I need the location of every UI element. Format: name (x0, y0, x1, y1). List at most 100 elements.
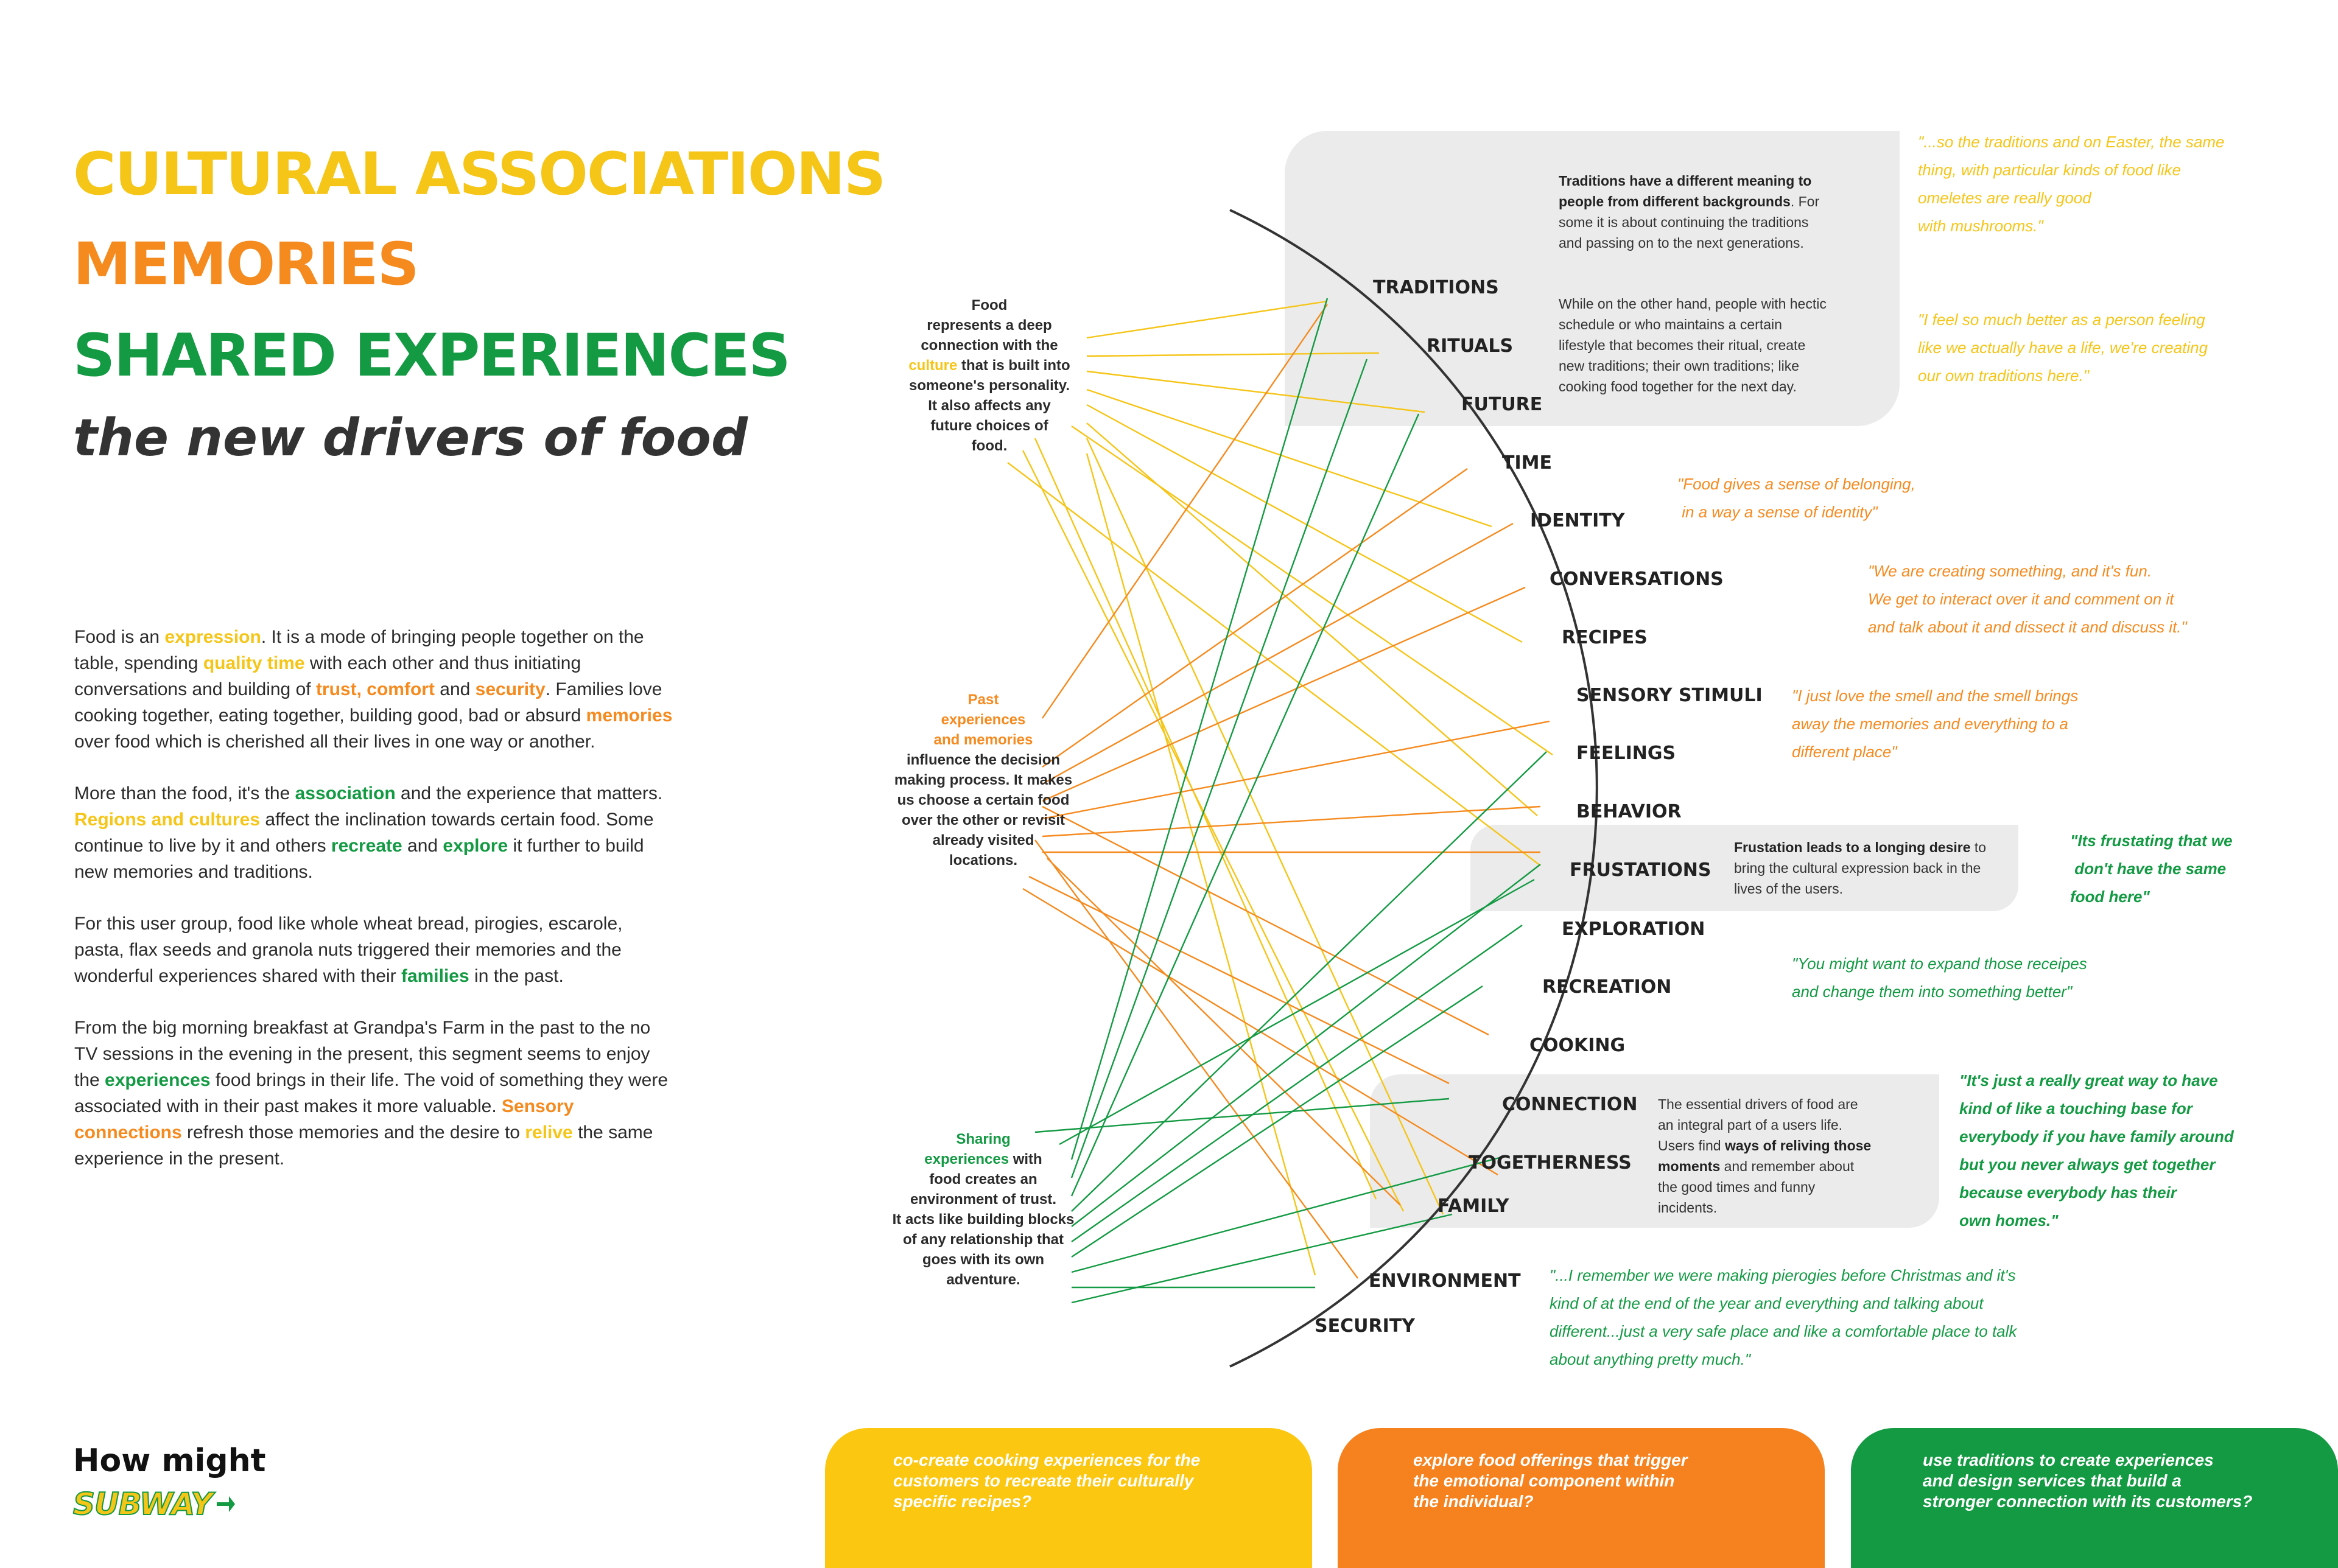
connection-line (1028, 875, 1450, 1085)
connection-line (1071, 1213, 1453, 1304)
connection-line (1034, 1097, 1450, 1133)
quote-traditions: "...so the traditions and on Easter, the… (1918, 133, 2225, 235)
connection-box (1370, 1074, 1939, 1228)
connection-line (1070, 413, 1420, 1197)
connection-line (1071, 1155, 1504, 1273)
quote-sensory: "I just love the smell and the smell bri… (1792, 687, 2079, 761)
highlight-text: relive (525, 1122, 573, 1143)
connection-line (1059, 878, 1535, 1146)
connection-line (1042, 468, 1468, 768)
subtitle: the new drivers of food (73, 408, 748, 467)
highlight-text: Past (967, 691, 999, 708)
connection-line (1042, 304, 1328, 719)
connection-line (1070, 298, 1329, 1160)
connection-line (1042, 720, 1550, 820)
rituals-description: While on the other hand, people with hec… (1559, 296, 1827, 394)
highlight-text: and memories (933, 732, 1033, 748)
node-connection: CONNECTION (1502, 1094, 1638, 1115)
connection-line (1086, 404, 1523, 643)
highlight-text: ways of reliving those (1724, 1138, 1872, 1153)
subway-logo: SUBWAY (72, 1486, 235, 1522)
highlight-text: explore (443, 836, 508, 856)
connection-line (1007, 462, 1541, 866)
connection-line (1086, 453, 1316, 1276)
connection-line (1071, 425, 1553, 755)
connection-line (1071, 985, 1483, 1258)
highlight-text: culture (908, 357, 958, 374)
heading-shared-experiences: SHARED EXPERIENCES (73, 321, 791, 390)
highlight-text: Sensory connections (74, 1096, 574, 1143)
frustations-box (1470, 825, 2018, 911)
connection-line (1042, 805, 1541, 838)
node-feelings: FEELINGS (1576, 743, 1676, 764)
how-might-label: How might (73, 1443, 266, 1479)
hmw-card-yellow-text: co-create cooking experiences for the cu… (893, 1451, 1201, 1511)
heading-cultural-associations: CULTURAL ASSOCIATIONS (73, 140, 886, 208)
node-environment: ENVIRONMENT (1369, 1270, 1521, 1292)
highlight-text: memories (586, 705, 673, 726)
node-identity: IDENTITY (1530, 510, 1625, 531)
connection-line (1070, 359, 1368, 1178)
highlight-text: Regions and cultures (74, 810, 261, 830)
highlight-text: moments (1658, 1158, 1721, 1174)
arc-line (1229, 209, 1598, 1368)
highlight-text: trust, comfort (315, 679, 435, 699)
connection-line (1034, 438, 1377, 1200)
highlight-text: Frustation leads to a longing desire (1734, 839, 1971, 855)
highlight-text: families (401, 966, 469, 986)
node-togetherness: TOGETHERNESS (1469, 1152, 1632, 1174)
node-exploration: EXPLORATION (1562, 919, 1705, 940)
quote-conversations: "We are creating something, and it's fun… (1868, 562, 2187, 636)
body-paragraph-4: From the big morning breakfast at Grandp… (74, 1018, 669, 1169)
node-recipes: RECIPES (1562, 627, 1648, 648)
connection-line (1071, 925, 1523, 1242)
connection-line (1086, 300, 1328, 339)
quote-identity: "Food gives a sense of belonging, in a w… (1677, 475, 1915, 521)
subway-logo-text: SUBWAY (73, 1486, 216, 1522)
connection-line (1042, 805, 1489, 1036)
node-future: FUTURE (1461, 394, 1543, 415)
hmw-card-green-text: use traditions to create experiences and… (1923, 1451, 2253, 1511)
highlight-text: security (475, 679, 546, 699)
traditions-box (1285, 131, 1900, 426)
body-text: Food is an expression. It is a mode of b… (74, 624, 677, 1197)
highlight-text: experiences (105, 1070, 211, 1090)
quote-togetherness: "It's just a really great way to have ki… (1959, 1071, 2234, 1230)
connection-line (1086, 388, 1492, 528)
node-traditions: TRADITIONS (1373, 277, 1499, 298)
highlight-text: recreate (331, 836, 402, 856)
connection-line (1086, 352, 1380, 357)
connection-line (1071, 751, 1547, 1212)
highlight-text: people from different backgrounds (1559, 194, 1791, 209)
highlight-text: Sharing (956, 1131, 1011, 1147)
body-paragraph-2: More than the food, it's the association… (74, 783, 663, 882)
connection-line (1086, 438, 1444, 1215)
connection-line (1034, 839, 1358, 1279)
logo-arrow (217, 1496, 235, 1512)
quote-frustation: "Its frustating that we don't have the s… (2070, 831, 2233, 906)
node-conversations: CONVERSATIONS (1550, 569, 1724, 590)
body-paragraph-3: For this user group, food like whole whe… (74, 914, 623, 986)
node-rituals: RITUALS (1427, 335, 1514, 357)
hmw-card-green: use traditions to create experiences and… (1851, 1428, 2338, 1568)
heading-memories: MEMORIES (73, 230, 420, 298)
connection-line (1042, 522, 1514, 785)
highlight-text: Traditions have a different meaning to (1559, 173, 1812, 189)
connection-line (1086, 370, 1425, 413)
node-sensory-stimuli: SENSORY STIMULI (1576, 685, 1763, 706)
body-paragraph-1: Food is an expression. It is a mode of b… (74, 627, 673, 752)
node-behavior: BEHAVIOR (1576, 801, 1682, 822)
node-cooking: COOKING (1529, 1035, 1626, 1056)
quote-recreation: "You might want to expand those receipes… (1792, 954, 2087, 1001)
highlight-text: quality time (203, 653, 305, 673)
node-security: SECURITY (1315, 1315, 1415, 1337)
highlight-text: experiences (941, 712, 1026, 728)
connection-line (1042, 586, 1526, 802)
hmw-card-yellow: co-create cooking experiences for the cu… (825, 1428, 1312, 1568)
